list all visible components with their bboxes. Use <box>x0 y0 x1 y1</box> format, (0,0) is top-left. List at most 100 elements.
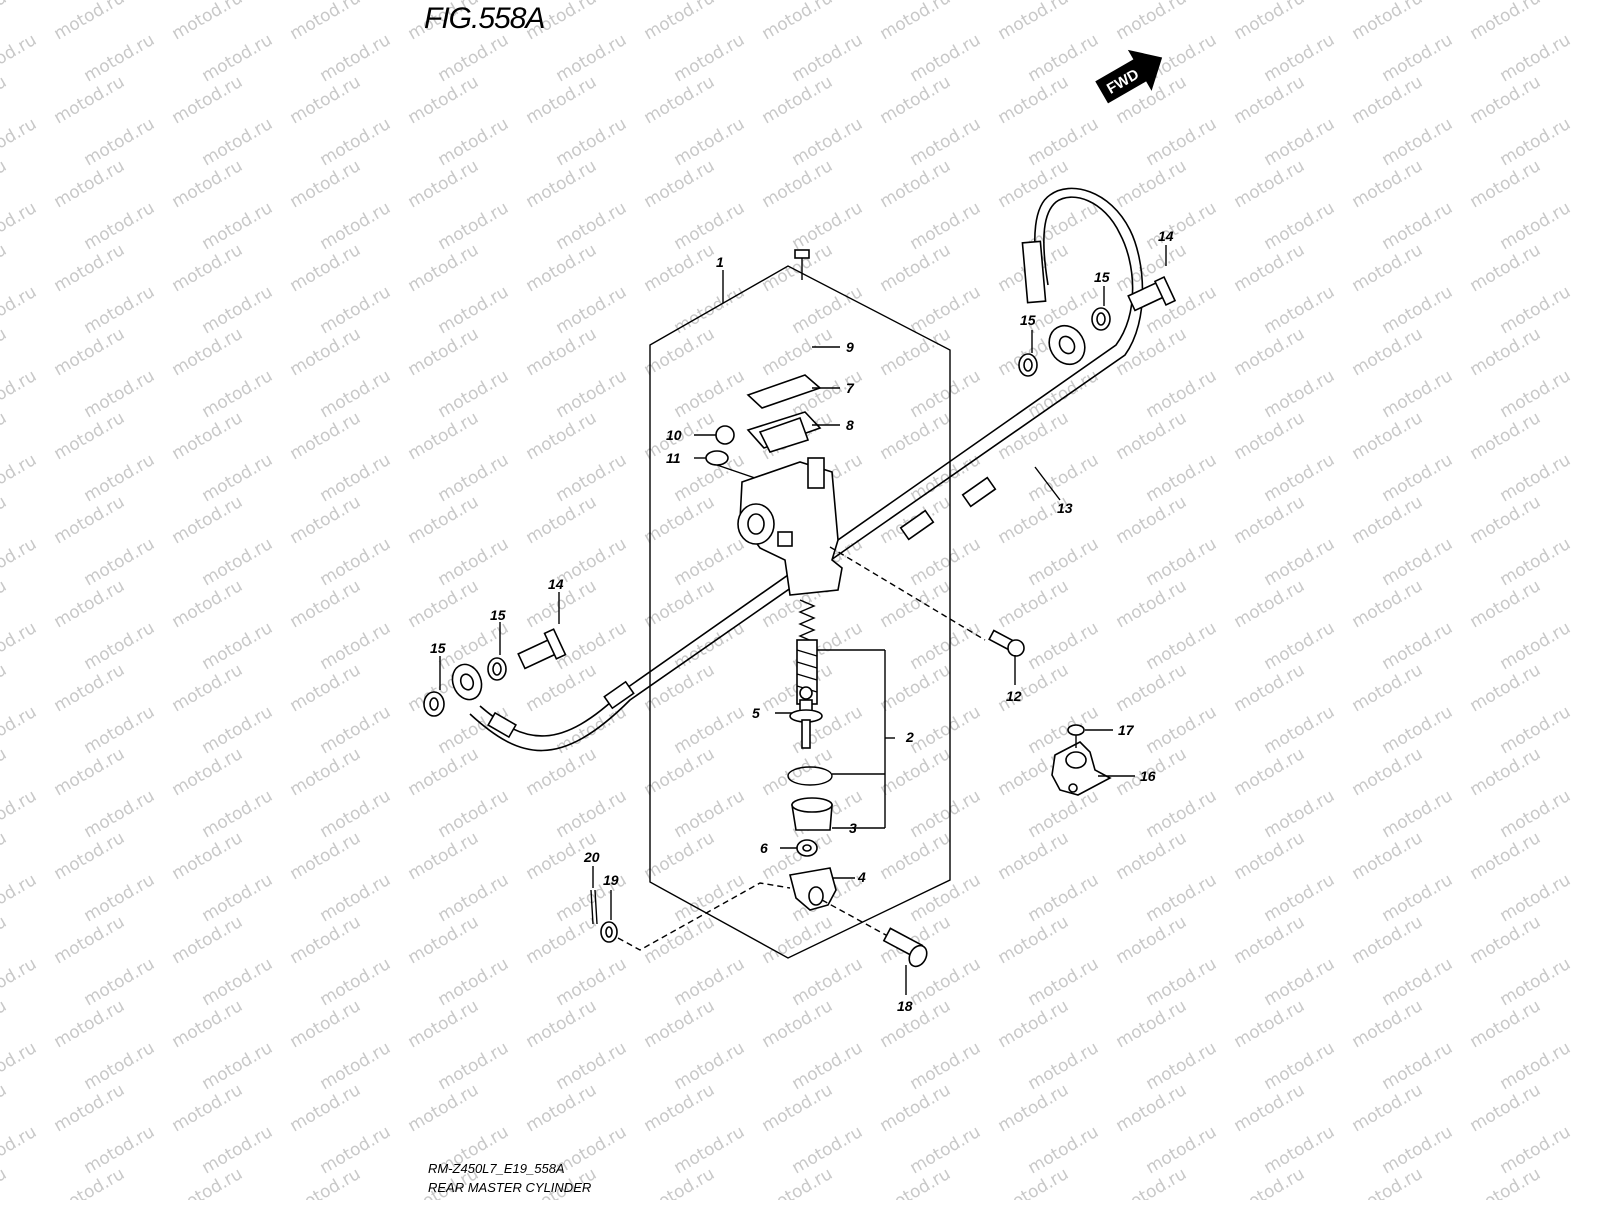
clamp-16 <box>1051 741 1112 796</box>
callout-2: 2 <box>905 729 914 745</box>
figure-title: FIG.558A <box>424 2 545 35</box>
watermark-text: motod.ru <box>0 954 40 1010</box>
watermark-text: motod.ru <box>0 492 10 548</box>
hose-sleeve <box>1021 240 1047 304</box>
watermark-text: motod.ru <box>0 660 10 716</box>
watermark-text: motod.ru <box>0 1164 10 1200</box>
clevis-pin-18 <box>882 927 928 968</box>
banjo-fitting-bottom <box>451 663 483 701</box>
watermark-text: motod.ru <box>0 72 10 128</box>
hose-sleeve <box>603 680 635 710</box>
screw-17 <box>1067 724 1085 748</box>
watermark-text: motod.ru <box>0 156 10 212</box>
hose-sleeve <box>899 509 935 541</box>
circlip <box>787 766 833 786</box>
callout-11: 11 <box>666 450 681 466</box>
watermark-text: motod.ru <box>0 702 40 758</box>
watermark-text: motod.ru <box>0 534 40 590</box>
brake-hose-13 <box>469 187 1144 752</box>
banjo-bolt-14-top <box>1127 276 1177 312</box>
watermark-text: motod.ru <box>51 0 129 44</box>
watermark-text: motod.ru <box>169 0 247 44</box>
watermark-text: motod.ru <box>1231 0 1309 44</box>
leader-lines <box>439 245 1167 995</box>
watermark-text: motod.ru <box>0 366 40 422</box>
washer-15 <box>1091 307 1111 331</box>
watermark-text: motod.ru <box>0 618 40 674</box>
fwd-direction-badge: FWD <box>1095 49 1163 104</box>
washer-19 <box>600 921 618 943</box>
watermark-text: motod.ru <box>0 576 10 632</box>
o-ring-11 <box>705 450 729 466</box>
callout-14-top: 14 <box>1158 228 1174 244</box>
banjo-fitting-top <box>1048 324 1086 366</box>
assembly-outline <box>649 265 951 959</box>
watermark-text: motod.ru <box>759 0 837 44</box>
watermark-text: motod.ru <box>0 786 40 842</box>
watermark-text: motod.ru <box>1349 0 1427 44</box>
callout-8: 8 <box>846 417 854 433</box>
cotter-pin-20 <box>590 889 598 925</box>
callout-3: 3 <box>849 820 857 836</box>
banjo-bolt-14-bottom <box>517 628 567 670</box>
watermark-text: motod.ru <box>0 870 40 926</box>
watermark-text: motod.ru <box>1113 0 1191 44</box>
watermark-text: motod.ru <box>1467 0 1545 44</box>
mounting-bolt-12 <box>988 629 1025 657</box>
callout-5: 5 <box>752 705 760 721</box>
callout-labels: 1 2 3 4 5 6 7 8 9 10 11 12 13 14 14 15 1… <box>430 228 1174 1014</box>
callout-16: 16 <box>1140 768 1156 784</box>
callout-4: 4 <box>857 869 866 885</box>
watermark-text: motod.ru <box>0 1038 40 1094</box>
callout-15-a: 15 <box>1094 269 1110 285</box>
clevis-4 <box>789 867 837 911</box>
watermark-text: motod.ru <box>0 1122 40 1178</box>
callout-13: 13 <box>1057 500 1073 516</box>
diaphragm-8 <box>746 411 822 453</box>
callout-15-c: 15 <box>490 607 506 623</box>
watermark-text: motod.ru <box>0 744 10 800</box>
watermark-text: motod.ru <box>0 282 40 338</box>
hose-sleeve <box>961 476 997 508</box>
washer-15 <box>423 691 445 717</box>
hose-sleeve <box>487 711 517 739</box>
nut-6 <box>796 839 818 857</box>
callout-14-bottom: 14 <box>548 576 564 592</box>
watermark-text: motod.ru <box>641 0 719 44</box>
callout-19: 19 <box>603 872 619 888</box>
push-rod-5 <box>789 686 823 749</box>
reservoir-plug-10 <box>715 425 735 445</box>
callout-9: 9 <box>846 339 854 355</box>
callout-10: 10 <box>666 427 682 443</box>
washer-15 <box>1018 353 1038 377</box>
callout-6: 6 <box>760 840 768 856</box>
callout-1: 1 <box>716 254 724 270</box>
master-cylinder-body <box>737 457 843 596</box>
watermark-text: motod.ru <box>0 30 40 86</box>
callout-20: 20 <box>583 849 600 865</box>
diagram-name: REAR MASTER CYLINDER <box>428 1180 592 1195</box>
watermark-text: motod.ru <box>0 996 10 1052</box>
callout-18: 18 <box>897 998 913 1014</box>
watermark-text: motod.ru <box>877 0 955 44</box>
callout-12: 12 <box>1006 688 1022 704</box>
callout-15-d: 15 <box>430 640 446 656</box>
watermark-text: motod.ru <box>0 828 10 884</box>
callout-7: 7 <box>846 380 855 396</box>
diagram-code: RM-Z450L7_E19_558A <box>428 1161 565 1176</box>
callout-17: 17 <box>1118 722 1135 738</box>
watermark-text: motod.ru <box>0 0 10 44</box>
watermark-text: motod.ru <box>995 0 1073 44</box>
watermark-text: motod.ru <box>0 240 10 296</box>
washer-15 <box>487 657 507 681</box>
boot-3 <box>791 797 833 831</box>
watermark-text: motod.ru <box>0 324 10 380</box>
watermark-text: motod.ru <box>0 912 10 968</box>
watermark-text: motod.ru <box>0 114 40 170</box>
screw-9 <box>794 249 810 280</box>
callout-15-b: 15 <box>1020 312 1036 328</box>
watermark-text: motod.ru <box>0 198 40 254</box>
